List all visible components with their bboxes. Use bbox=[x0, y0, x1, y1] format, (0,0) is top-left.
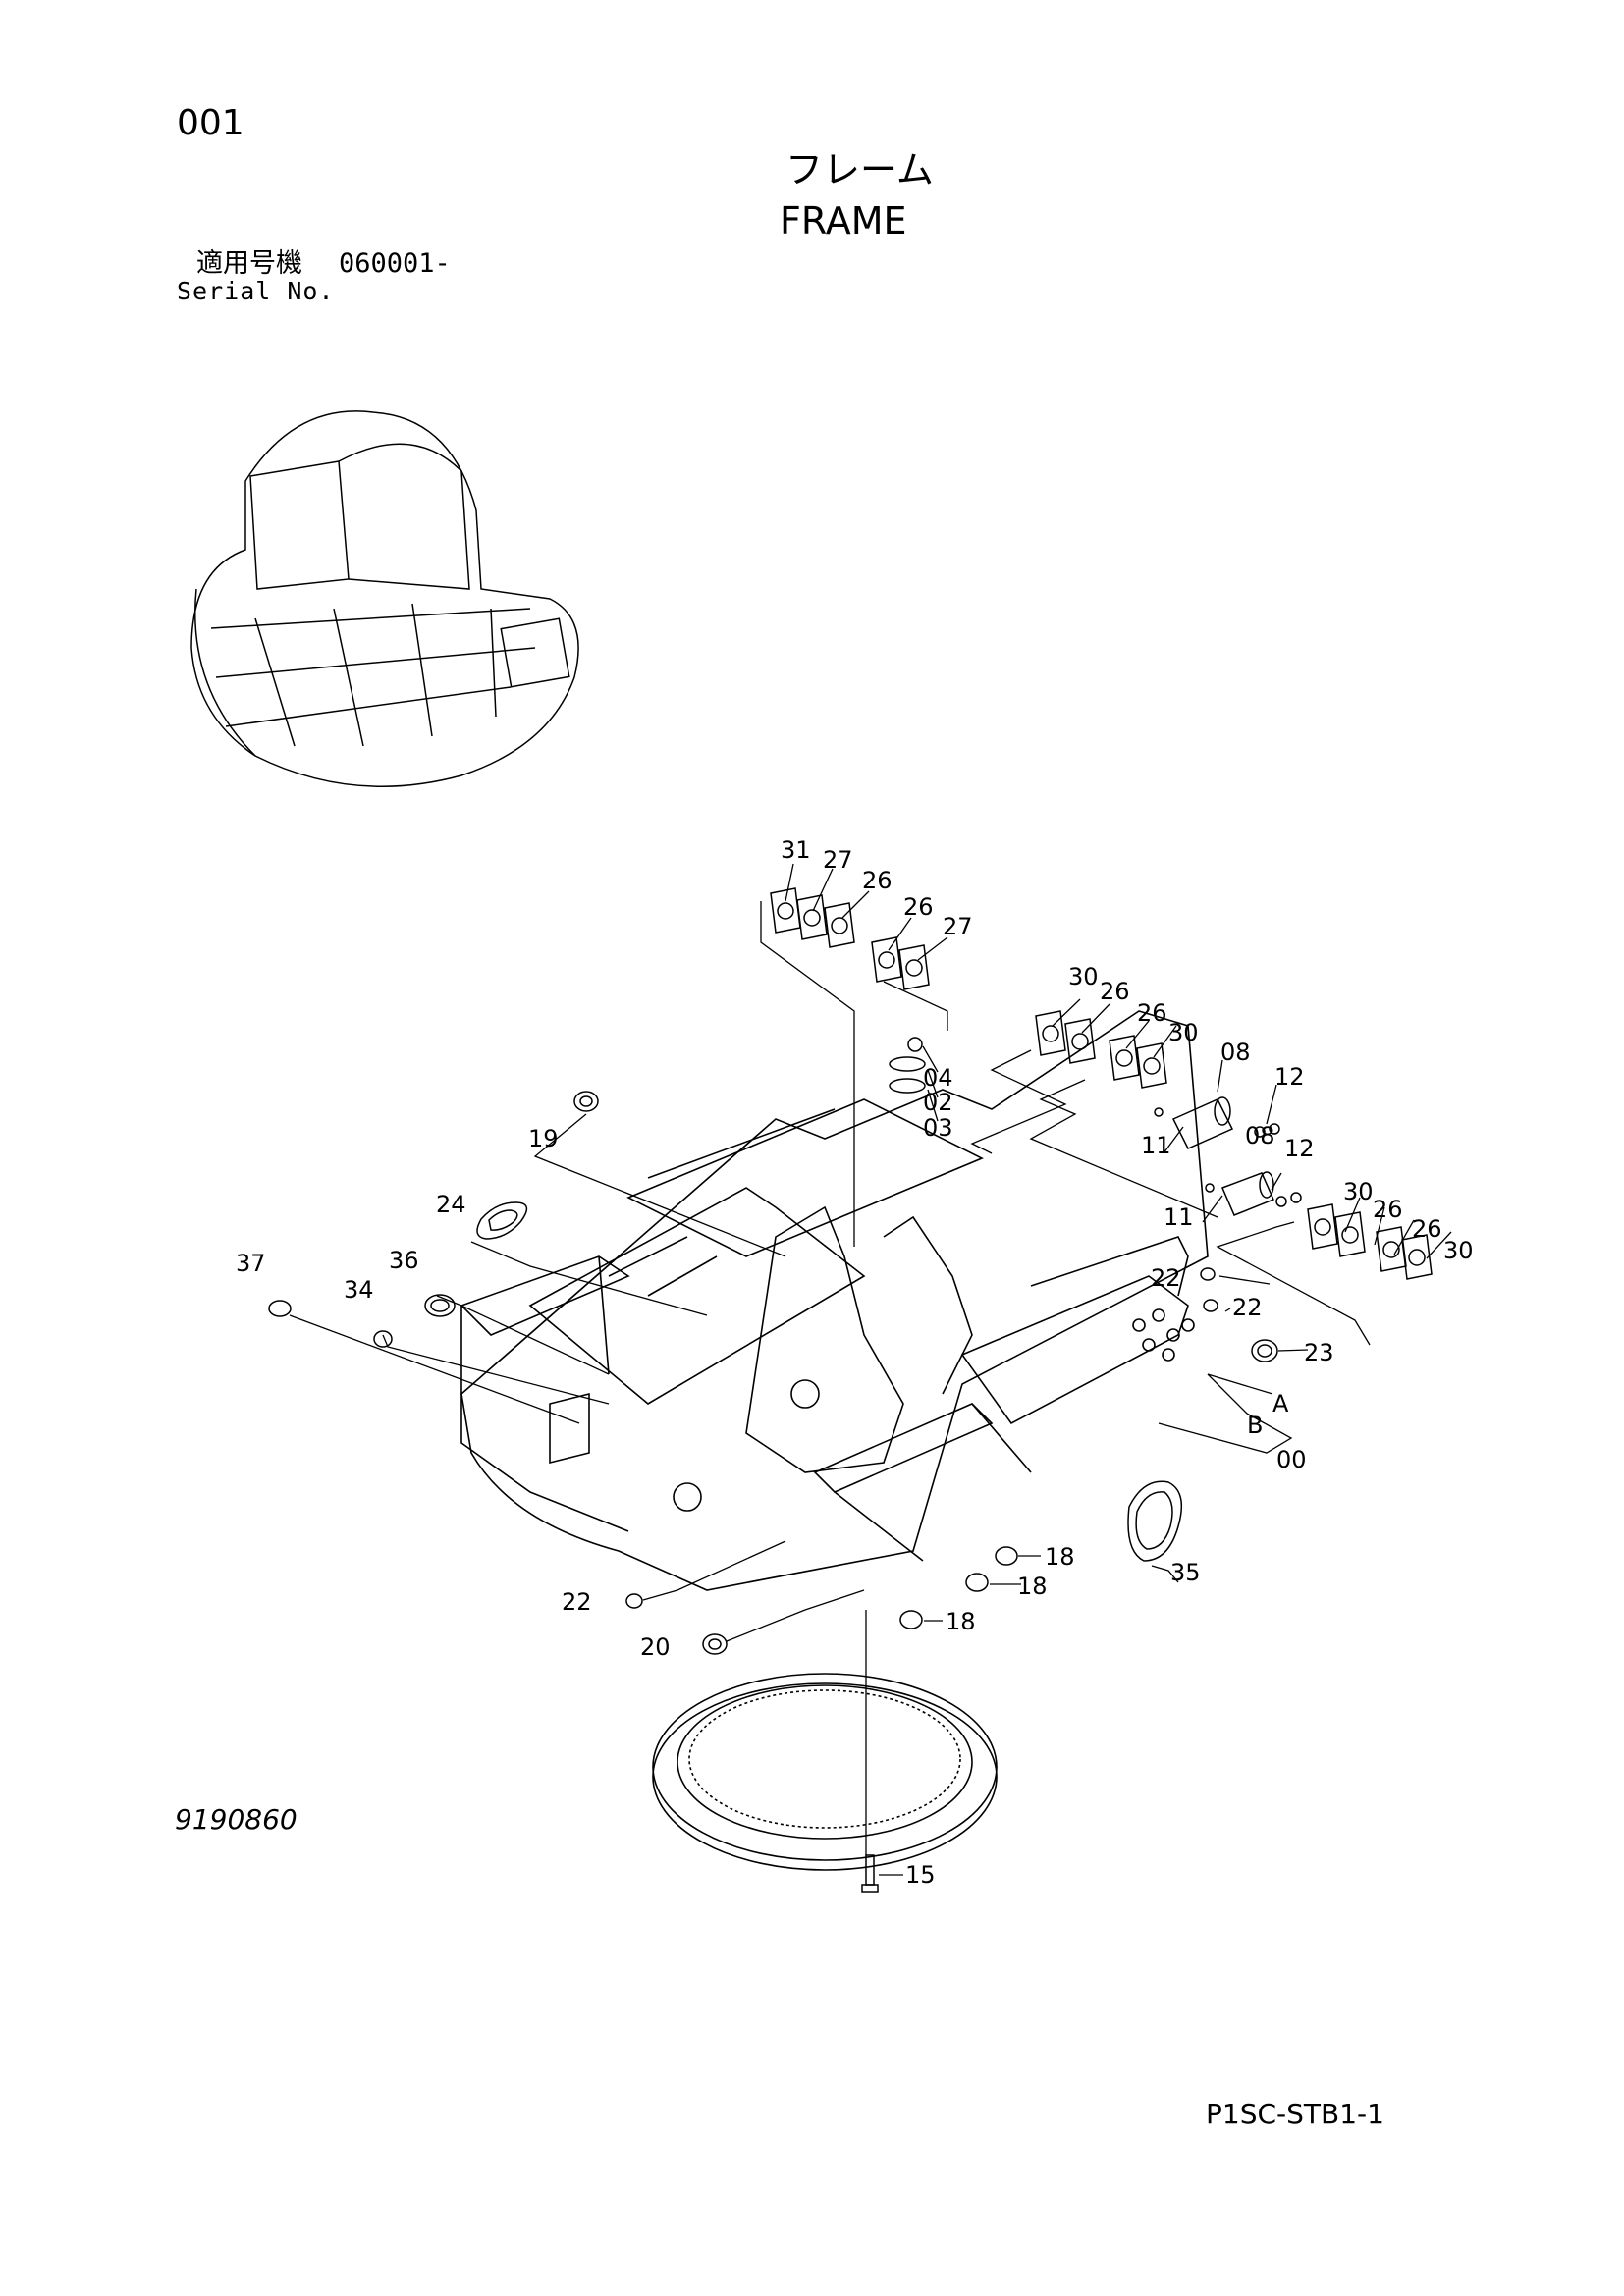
machine-overview-illustration bbox=[190, 410, 579, 787]
callout-26: 26 bbox=[1100, 978, 1130, 1005]
callout-20: 20 bbox=[640, 1633, 671, 1661]
callout-15: 15 bbox=[905, 1861, 936, 1889]
callout-31: 31 bbox=[781, 836, 811, 864]
small-parts-illustration bbox=[268, 887, 1433, 1893]
callout-12: 12 bbox=[1284, 1135, 1315, 1162]
callout-A: A bbox=[1272, 1390, 1289, 1417]
callout-30: 30 bbox=[1443, 1237, 1474, 1264]
serial-label-english: Serial No. bbox=[177, 277, 335, 305]
callout-26: 26 bbox=[1137, 999, 1167, 1027]
callout-22: 22 bbox=[1151, 1264, 1181, 1292]
callout-35: 35 bbox=[1170, 1559, 1201, 1586]
callout-labels: 31 27 26 26 27 30 26 26 30 08 12 04 02 0… bbox=[236, 836, 1474, 1889]
footer-page-code: P1SC-STB1-1 bbox=[1206, 2098, 1384, 2130]
callout-22: 22 bbox=[562, 1588, 592, 1616]
callout-18: 18 bbox=[946, 1608, 976, 1635]
callout-19: 19 bbox=[528, 1125, 559, 1152]
callout-22: 22 bbox=[1232, 1294, 1263, 1321]
callout-26: 26 bbox=[903, 893, 934, 921]
callout-30: 30 bbox=[1168, 1019, 1199, 1046]
callout-18: 18 bbox=[1017, 1573, 1048, 1600]
callout-30: 30 bbox=[1068, 963, 1099, 990]
main-frame-illustration bbox=[460, 1010, 1209, 1591]
serial-label-japanese: 適用号機 bbox=[196, 248, 302, 279]
swing-bearing-illustration bbox=[652, 1673, 998, 1871]
callout-24: 24 bbox=[436, 1191, 466, 1218]
callout-26: 26 bbox=[1373, 1196, 1403, 1223]
callout-27: 27 bbox=[943, 913, 973, 940]
callout-34: 34 bbox=[344, 1276, 374, 1304]
drawing-number: 9190860 bbox=[175, 1803, 298, 1836]
callout-30: 30 bbox=[1343, 1178, 1374, 1205]
callout-11: 11 bbox=[1164, 1203, 1194, 1231]
callout-27: 27 bbox=[823, 846, 853, 874]
callout-08: 08 bbox=[1245, 1122, 1275, 1149]
title-japanese: フレーム bbox=[785, 148, 934, 191]
callout-37: 37 bbox=[236, 1250, 266, 1277]
callout-26: 26 bbox=[862, 867, 893, 894]
title-english: FRAME bbox=[780, 199, 907, 242]
callout-00: 00 bbox=[1276, 1446, 1307, 1473]
page-number: 001 bbox=[177, 103, 244, 143]
callout-04: 04 bbox=[923, 1064, 953, 1092]
callout-B: B bbox=[1247, 1412, 1263, 1439]
callout-12: 12 bbox=[1274, 1063, 1305, 1091]
callout-02: 02 bbox=[923, 1089, 953, 1116]
serial-number-value: 060001- bbox=[339, 248, 451, 279]
callout-23: 23 bbox=[1304, 1339, 1334, 1366]
callout-26: 26 bbox=[1412, 1215, 1442, 1243]
callout-11: 11 bbox=[1141, 1132, 1171, 1159]
callout-08: 08 bbox=[1220, 1039, 1251, 1066]
callout-18: 18 bbox=[1045, 1543, 1075, 1571]
callout-03: 03 bbox=[923, 1114, 953, 1142]
callout-36: 36 bbox=[389, 1247, 419, 1274]
leader-lines bbox=[289, 863, 1452, 1876]
